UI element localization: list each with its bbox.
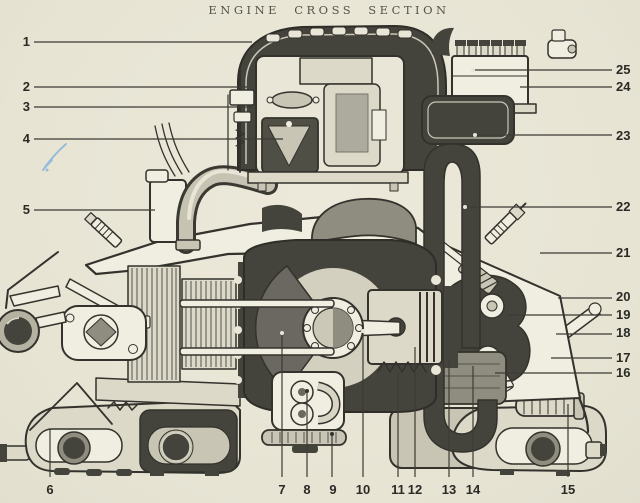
pulley (85, 317, 117, 347)
spark-plug-left (84, 212, 123, 248)
battery-terminals (455, 40, 526, 58)
tailpipe-opening-center (161, 432, 191, 462)
intake-runner (175, 165, 278, 254)
cylinder-stud-lower (179, 347, 335, 356)
leader-lines (34, 41, 612, 477)
callout-15: 15 (561, 482, 575, 497)
right-bumper-stub (585, 441, 603, 459)
throttle-valve (271, 91, 313, 109)
page-title: ENGINE CROSS SECTION (208, 3, 450, 17)
callout-16: 16 (616, 365, 630, 380)
callout-22: 22 (616, 199, 630, 214)
crank-pulley-housing (61, 305, 147, 411)
timing-chain (377, 361, 427, 373)
air-cleaner-vents (265, 26, 413, 43)
callout-21: 21 (616, 245, 630, 260)
callout-14: 14 (466, 482, 481, 497)
callout-1: 1 (23, 34, 30, 49)
callout-13: 13 (442, 482, 456, 497)
ignition-wires (154, 122, 190, 177)
callout-8: 8 (303, 482, 310, 497)
left-body-panel (0, 251, 61, 462)
fuel-pump (547, 29, 577, 59)
callout-24: 24 (616, 79, 631, 94)
carburetor-flange (247, 171, 409, 184)
shroud-air-duct (311, 197, 417, 245)
callout-numbers: 1 2 3 4 5 25 24 23 22 21 20 19 18 17 16 … (23, 34, 631, 497)
callout-25: 25 (616, 62, 630, 77)
callout-19: 19 (616, 307, 630, 322)
callout-2: 2 (23, 79, 30, 94)
spark-plug-right (484, 202, 527, 245)
cylinder-stud-upper (179, 299, 335, 308)
pen-mark (42, 143, 67, 172)
callout-20: 20 (616, 289, 630, 304)
callout-3: 3 (23, 99, 30, 114)
tailpipe-left (0, 309, 67, 353)
oil-pump (271, 371, 345, 431)
carburetor (227, 57, 409, 192)
callout-9: 9 (329, 482, 336, 497)
oil-tank (421, 95, 515, 145)
callout-17: 17 (616, 350, 630, 365)
oil-strainer (261, 429, 347, 453)
muffler-center (139, 409, 238, 476)
callout-4: 4 (23, 131, 31, 146)
callout-18: 18 (616, 325, 630, 340)
engine-shroud (84, 197, 436, 407)
crankshaft-journal (302, 297, 364, 359)
callout-23: 23 (616, 128, 630, 143)
callout-5: 5 (23, 202, 30, 217)
callout-11: 11 (391, 482, 405, 497)
crankcase (179, 239, 458, 413)
callout-6: 6 (46, 482, 53, 497)
callout-12: 12 (408, 482, 422, 497)
callout-7: 7 (278, 482, 285, 497)
callout-10: 10 (356, 482, 370, 497)
